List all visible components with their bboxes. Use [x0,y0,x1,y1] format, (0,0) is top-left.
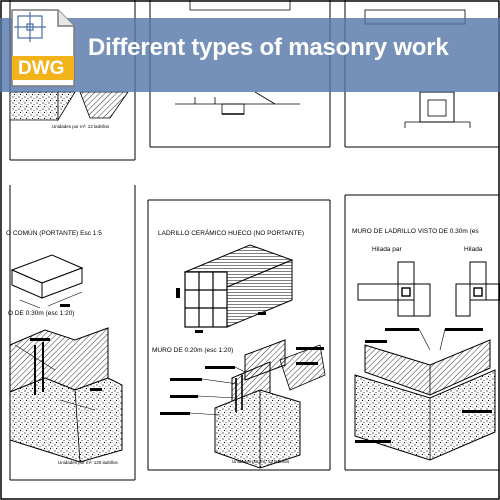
mid-center-units-note: Unidades por m²: 13 ladrillos [232,459,290,464]
mid-center-subtitle: MURO DE 0.20m (esc 1:20) [152,347,234,354]
mid-left-units-note: Unidades por m²: 120 ladrillos [58,460,118,465]
dwg-badge-bg [12,56,74,80]
mid-right-label-a: Hilada par [372,246,402,253]
panel-top-left [9,0,136,161]
panel-mid-center [147,199,331,471]
mid-center-title: LADRILLO CERÁMICO HUECO (NO PORTANTE) [158,230,305,237]
mid-right-label-b: Hilada [464,246,483,253]
mid-left-title: O COMÚN (PORTANTE) Esc 1:5 [6,230,102,237]
panel-mid-left [9,185,136,481]
dwg-badge-label: DWG [18,58,65,79]
banner-title: Different types of masonry work [88,34,449,61]
mid-left-subtitle: O DE 0.30m (esc 1:20) [8,310,75,317]
dwg-file-icon: DWG [6,6,80,90]
top-left-units-note: Unidades por m²: 13 ladrillos [52,124,110,129]
panel-mid-right [344,194,500,471]
mid-right-title: MURO DE LADRILLO VISTO DE 0.30m (es [352,228,479,235]
title-banner [0,18,500,92]
